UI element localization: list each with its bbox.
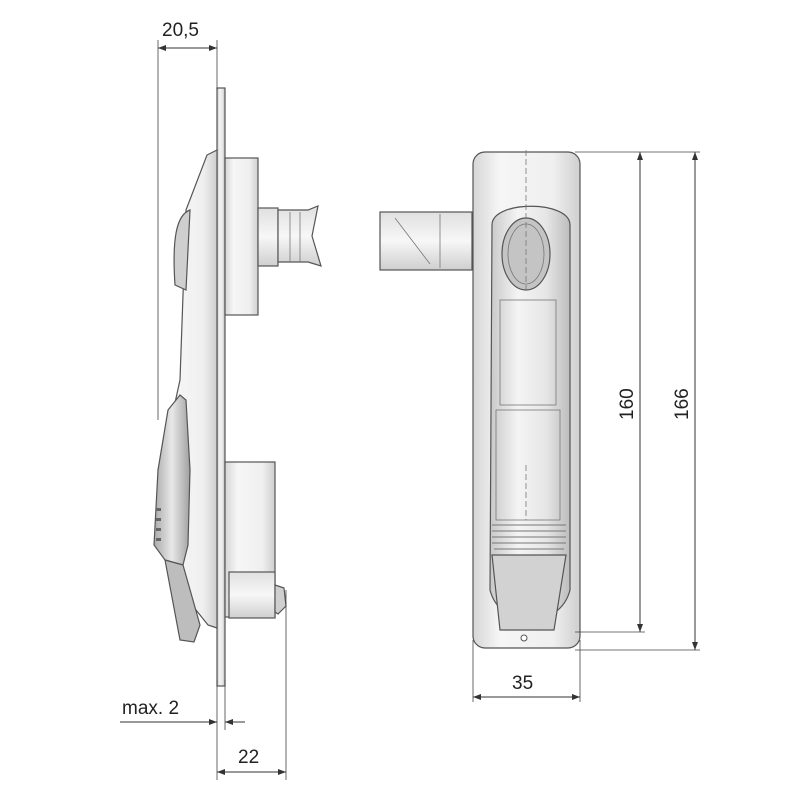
cam-head <box>277 205 322 267</box>
dim-rear-depth: 22 <box>238 747 259 768</box>
cam-tongue <box>379 211 473 271</box>
grip-ribs <box>156 508 161 541</box>
rear-bolt <box>228 571 276 619</box>
dim-overall-length: 166 <box>672 388 693 420</box>
lever-tip <box>164 559 201 643</box>
dim-top-depth: 20,5 <box>162 20 199 41</box>
lever-ribs <box>492 524 566 550</box>
lever-tip-front <box>491 554 567 631</box>
dim-handle-length: 160 <box>617 388 638 420</box>
side-view <box>153 87 322 687</box>
rivet-hole <box>520 634 528 642</box>
dimension-lines <box>120 40 700 780</box>
front-view <box>379 150 581 649</box>
body-block <box>224 157 259 316</box>
housing-knob <box>173 209 191 291</box>
lever-panel-lower <box>495 409 561 521</box>
dim-width: 35 <box>512 673 533 694</box>
cam-shaft <box>257 207 279 267</box>
panel-plate <box>216 87 226 687</box>
lever-panel-upper <box>499 299 557 406</box>
rear-bolt-tip <box>274 584 287 615</box>
dim-panel-max: max. 2 <box>122 698 179 719</box>
